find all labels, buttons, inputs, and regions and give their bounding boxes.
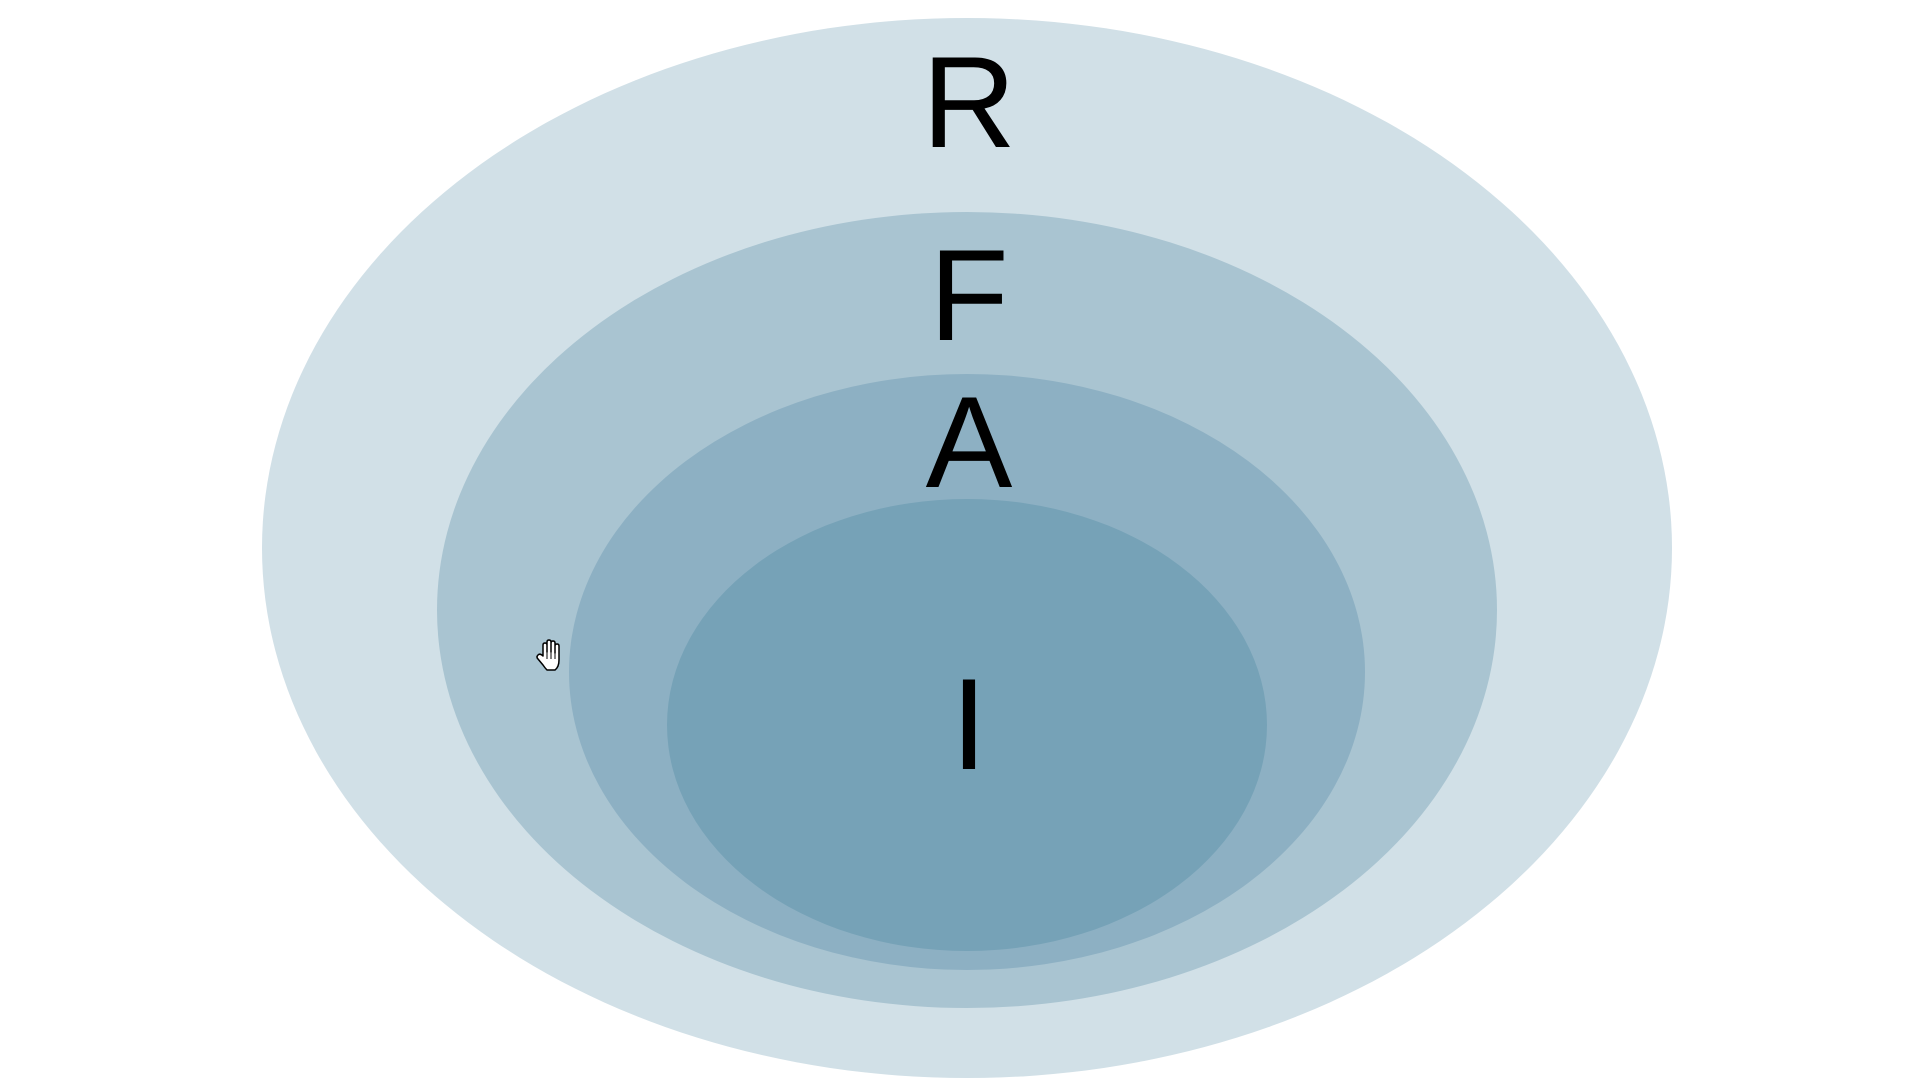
ring-i-label: I xyxy=(951,651,987,797)
ring-f-label: F xyxy=(929,222,1008,368)
ring-a-label: A xyxy=(926,369,1013,515)
ring-r-label: R xyxy=(922,29,1016,175)
ring-i-ellipse xyxy=(667,499,1267,951)
hand-cursor-icon xyxy=(536,639,560,671)
